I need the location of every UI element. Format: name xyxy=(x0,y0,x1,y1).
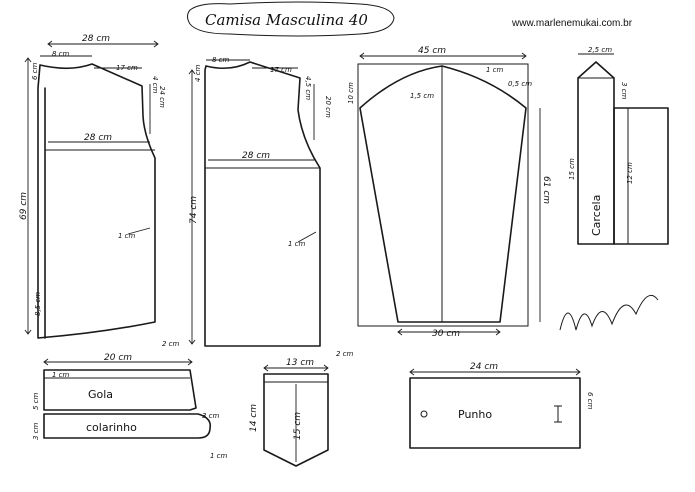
pocket-center-label: 15 cm xyxy=(293,412,303,440)
front-piece: 28 cm 8 cm 6 cm 17 cm 4 cm 24 cm 28 cm 6… xyxy=(19,34,180,348)
back-length-label: 74 cm xyxy=(189,196,199,224)
collar-top-label: 1 cm xyxy=(52,371,70,379)
pocket-piece: 13 cm 14 cm 15 cm xyxy=(249,358,329,467)
collar-piece: 20 cm 1 cm Gola colarinho 5 cm 3 cm 3 cm… xyxy=(32,353,228,460)
back-hem-corner-label: 2 cm xyxy=(336,350,354,358)
back-armhole-label: 20 cm xyxy=(324,96,332,118)
front-hem-corner-label: 2 cm xyxy=(162,340,180,348)
collar-end-label: 1 cm xyxy=(210,452,228,460)
front-neck-width-label: 8 cm xyxy=(52,50,70,58)
cuff-piece: 24 cm Punho 6 cm xyxy=(409,362,594,449)
collar-gola-label: Gola xyxy=(88,388,113,401)
front-shoulder-drop-label: 4 cm xyxy=(151,76,159,94)
front-hem-side-label: 8,5 cm xyxy=(34,292,42,316)
front-curve-label: 1 cm xyxy=(118,232,136,240)
cuff-height-label: 6 cm xyxy=(586,392,594,410)
sleeve-piece: 45 cm 10 cm 1,5 cm 1 cm 0,5 cm 61 cm 30 … xyxy=(347,46,551,339)
back-shoulder-drop-label: 4,5 cm xyxy=(304,76,312,100)
sleeve-length-label: 61 cm xyxy=(541,176,551,204)
front-shoulder-label: 17 cm xyxy=(116,64,138,72)
title-cloud: Camisa Masculina 40 xyxy=(187,1,395,37)
placket-piece: 2,5 cm 3 cm 15 cm 12 cm Carcela xyxy=(568,46,669,245)
placket-point-label: 3 cm xyxy=(620,82,628,100)
back-shoulder-label: 17 cm xyxy=(270,66,292,74)
collar-band-label: colarinho xyxy=(86,421,137,434)
front-chest-label: 28 cm xyxy=(84,133,112,143)
placket-width-label: 2,5 cm xyxy=(588,46,612,54)
front-width-label: 28 cm xyxy=(82,34,110,44)
front-armhole-label: 24 cm xyxy=(158,86,166,108)
back-curve-label: 1 cm xyxy=(288,240,306,248)
pocket-width-label: 13 cm xyxy=(286,358,314,368)
pocket-side-label: 14 cm xyxy=(249,404,259,432)
cuff-name-label: Punho xyxy=(458,408,492,421)
sleeve-width-label: 45 cm xyxy=(418,46,446,56)
sleeve-cap-a-label: 1,5 cm xyxy=(410,92,434,100)
back-neck-depth-label: 4 cm xyxy=(194,64,202,82)
sleeve-cap-b-label: 1 cm xyxy=(486,66,504,74)
placket-name-label: Carcela xyxy=(590,195,603,236)
buttonhole-marker xyxy=(420,410,428,418)
collar-band-height-label: 3 cm xyxy=(32,422,40,440)
back-neck-width-label: 8 cm xyxy=(212,56,230,64)
sleeve-cuff-width-label: 30 cm xyxy=(432,329,460,339)
back-chest-label: 28 cm xyxy=(242,151,270,161)
sleeve-cap-c-label: 0,5 cm xyxy=(508,80,532,88)
signature xyxy=(559,294,659,331)
website-url: www.marlenemukai.com.br xyxy=(511,18,633,29)
page-title: Camisa Masculina 40 xyxy=(205,11,368,29)
back-piece: 8 cm 4 cm 17 cm 4,5 cm 20 cm 28 cm 74 cm… xyxy=(188,56,354,358)
placket-length-a-label: 15 cm xyxy=(568,158,576,180)
sleeve-cap-height-label: 10 cm xyxy=(347,82,355,104)
placket-length-b-label: 12 cm xyxy=(626,162,634,184)
collar-tip-label: 3 cm xyxy=(202,412,220,420)
front-length-label: 69 cm xyxy=(19,192,29,220)
front-neck-depth-label: 6 cm xyxy=(31,62,39,80)
collar-gola-height-label: 5 cm xyxy=(32,392,40,410)
cuff-width-label: 24 cm xyxy=(470,362,498,372)
collar-width-label: 20 cm xyxy=(104,353,132,363)
